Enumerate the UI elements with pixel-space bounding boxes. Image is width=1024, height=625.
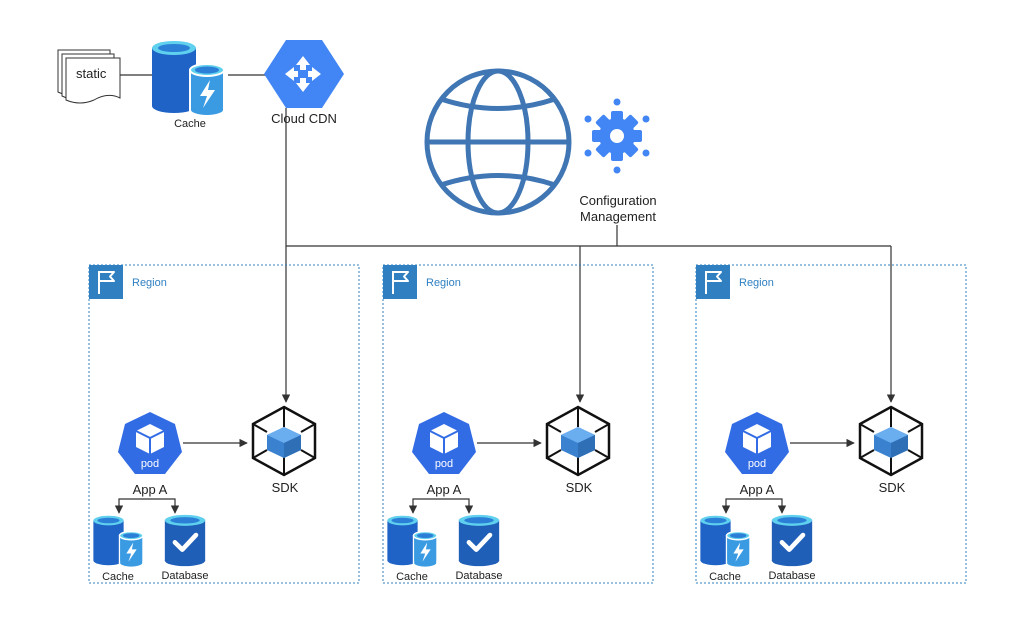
cache-label: Cache <box>396 571 428 583</box>
database-icon <box>459 515 499 566</box>
top-cache-label: Cache <box>174 118 206 130</box>
flag-icon <box>383 265 417 299</box>
config-label-line2: Management <box>580 209 656 224</box>
region-title: Region <box>132 277 167 289</box>
app-label: App A <box>740 482 775 497</box>
database-icon <box>165 515 205 566</box>
region-border <box>88 264 360 584</box>
cloud-cdn-label: Cloud CDN <box>271 111 337 126</box>
database-label: Database <box>768 570 815 582</box>
static-label: static <box>76 66 107 81</box>
region-border <box>382 264 654 584</box>
sdk-label: SDK <box>566 480 593 495</box>
cloud-cdn-icon <box>264 40 344 108</box>
gear-icon <box>584 98 650 174</box>
cache-icon <box>386 515 438 568</box>
cache-icon <box>699 515 751 568</box>
database-icon <box>772 515 812 566</box>
app-branch-line <box>118 498 176 511</box>
cache-label: Cache <box>102 571 134 583</box>
sdk-icon <box>545 405 611 477</box>
app-label: App A <box>427 482 462 497</box>
region-border <box>695 264 967 584</box>
flag-icon <box>89 265 123 299</box>
sdk-label: SDK <box>879 480 906 495</box>
cache-icon <box>151 40 225 117</box>
cache-label: Cache <box>709 571 741 583</box>
config-label-line1: Configuration <box>579 193 656 208</box>
pod-label: pod <box>748 458 766 470</box>
flag-icon <box>696 265 730 299</box>
app-branch-line <box>725 498 783 511</box>
sdk-icon <box>858 405 924 477</box>
sdk-icon <box>251 405 317 477</box>
database-label: Database <box>161 570 208 582</box>
globe-icon <box>424 68 572 216</box>
static-files-icon <box>57 49 121 104</box>
sdk-label: SDK <box>272 480 299 495</box>
app-branch-line <box>412 498 470 511</box>
cache-icon <box>92 515 144 568</box>
region-title: Region <box>739 277 774 289</box>
connectors <box>120 74 896 403</box>
region-title: Region <box>426 277 461 289</box>
pod-label: pod <box>141 458 159 470</box>
database-label: Database <box>455 570 502 582</box>
pod-label: pod <box>435 458 453 470</box>
app-label: App A <box>133 482 168 497</box>
